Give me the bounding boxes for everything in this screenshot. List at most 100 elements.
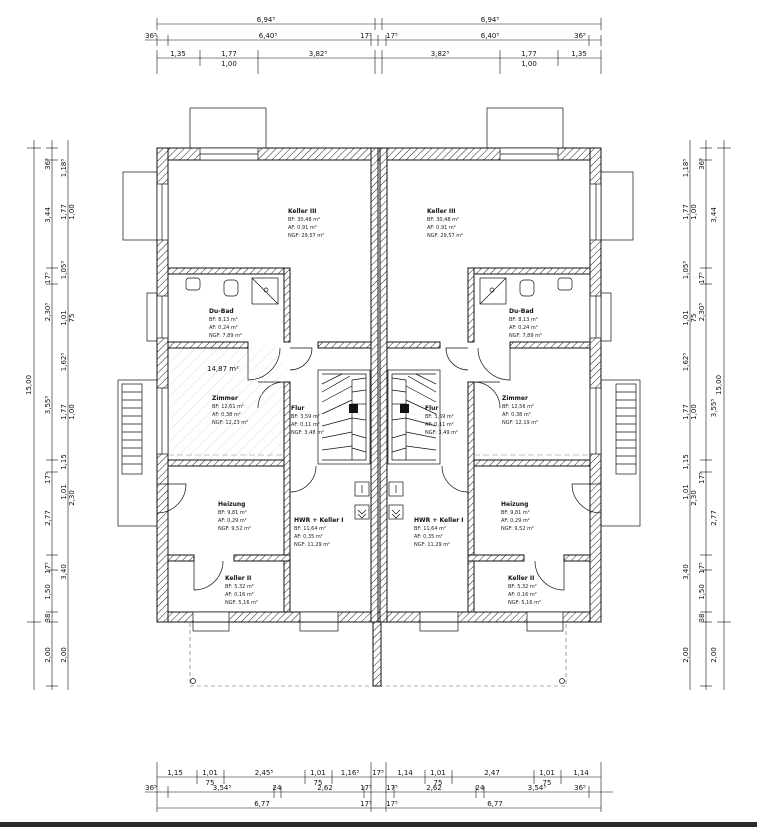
svg-text:Zimmer: Zimmer bbox=[212, 395, 238, 402]
dim-bot-r1-9: 1,01 bbox=[539, 769, 555, 777]
dim-bot-r3-1: 17⁵ bbox=[360, 800, 372, 808]
svg-text:Keller II: Keller II bbox=[225, 575, 251, 582]
dim-right-inner-8: 1,77 bbox=[682, 404, 690, 420]
staircase-left bbox=[317, 369, 371, 465]
dim-left-inner-7: 1,62⁵ bbox=[60, 353, 68, 372]
dim-right-outer-7: 38 bbox=[698, 614, 706, 623]
room-flur-left: Flur BF: 3,59 m² AF: 0,11 m² NGF: 3,48 m… bbox=[291, 405, 324, 436]
svg-text:NGF: 9,52 m²: NGF: 9,52 m² bbox=[218, 526, 251, 532]
svg-text:AF: 0,38 m²: AF: 0,38 m² bbox=[212, 412, 241, 418]
dim-left-inner-0: 1,18⁵ bbox=[60, 159, 68, 178]
dim-right-inner-11: 1,01 bbox=[682, 484, 690, 500]
dim-bot-r2-9: 36⁵ bbox=[574, 784, 586, 792]
dim-left-inner-3: 1,05⁵ bbox=[60, 261, 68, 280]
dim-bot-r1-8: 2,47 bbox=[484, 769, 500, 777]
room-flur-right: Flur BF: 3,59 m² AF: 0,11 m² NGF: 3,49 m… bbox=[425, 405, 458, 436]
dim-bot-r1-7: 1,01 bbox=[430, 769, 446, 777]
svg-text:Heizung: Heizung bbox=[218, 501, 245, 508]
dim-bot-r2-5: 17⁵ bbox=[386, 784, 398, 792]
dim-left-inner-8: 1,77 bbox=[60, 404, 68, 420]
dim-bot-r1-1: 1,01 bbox=[202, 769, 218, 777]
svg-text:NGF: 29,57 m²: NGF: 29,57 m² bbox=[427, 233, 463, 239]
svg-text:Heizung: Heizung bbox=[501, 501, 528, 508]
svg-text:AF: 0,35 m²: AF: 0,35 m² bbox=[414, 534, 443, 540]
dim-top-r3-0: 1,35 bbox=[170, 50, 186, 58]
dim-bot-r1-sub-0: 75 bbox=[206, 779, 215, 787]
svg-text:AF: 0,91 m²: AF: 0,91 m² bbox=[427, 225, 456, 231]
dim-left-total: 15,00 bbox=[25, 375, 33, 395]
svg-text:AF: 0,24 m²: AF: 0,24 m² bbox=[209, 325, 238, 331]
dim-right-outer-top: 36⁵ bbox=[698, 158, 706, 170]
dim-left-outer-3: 17⁵ bbox=[44, 472, 52, 484]
dim-top-r3-4: 1,77 bbox=[521, 50, 537, 58]
dim-right-inner-14: 2,00 bbox=[682, 647, 690, 663]
dim-right-outer-6: 1,50 bbox=[698, 584, 706, 600]
svg-text:AF: 0,29 m²: AF: 0,29 m² bbox=[218, 518, 247, 524]
svg-text:NGF: 5,16 m²: NGF: 5,16 m² bbox=[225, 600, 258, 606]
svg-text:AF: 0,38 m²: AF: 0,38 m² bbox=[502, 412, 531, 418]
dim-top-r3-1: 1,77 bbox=[221, 50, 237, 58]
dim-top-r2-1: 6,40⁵ bbox=[259, 32, 278, 40]
left-dimensions: 15,00 36⁵ 3,44 17⁵ 3,55⁵ 17⁵ 2,77 17⁵ 1,… bbox=[25, 140, 76, 690]
dim-bot-r2-3: 2,62 bbox=[317, 784, 333, 792]
svg-text:BF: 9,81 m²: BF: 9,81 m² bbox=[218, 510, 247, 516]
dim-right-outer-8: 2,00 bbox=[710, 647, 718, 663]
dim-right-outer-4: 2,77 bbox=[710, 510, 718, 526]
dim-left-outer-top: 36⁵ bbox=[44, 158, 52, 170]
svg-text:NGF: 11,29 m²: NGF: 11,29 m² bbox=[294, 542, 330, 548]
svg-text:BF: 3,59 m²: BF: 3,59 m² bbox=[425, 414, 454, 420]
svg-text:BF: 12,56 m²: BF: 12,56 m² bbox=[502, 404, 534, 410]
exterior-stair-right bbox=[616, 391, 636, 465]
room-dubad-left: Du-Bad BF: 8,13 m² AF: 0,24 m² NGF: 7,89… bbox=[209, 308, 242, 339]
dim-left-outer-8: 2,00 bbox=[44, 647, 52, 663]
room-keller3-right: Keller III BF: 30,48 m² AF: 0,91 m² NGF:… bbox=[427, 208, 463, 239]
dim-right-outer-2: 3,55⁵ bbox=[710, 399, 718, 418]
room-zimmer-right: Zimmer BF: 12,56 m² AF: 0,38 m² NGF: 12,… bbox=[502, 395, 538, 426]
svg-text:AF: 0,24 m²: AF: 0,24 m² bbox=[509, 325, 538, 331]
svg-text:AF: 0,11 m²: AF: 0,11 m² bbox=[425, 422, 454, 428]
dim-bot-r1-sub-1: 75 bbox=[314, 779, 323, 787]
svg-text:AF: 0,35 m²: AF: 0,35 m² bbox=[294, 534, 323, 540]
bathroom-fixtures-left bbox=[185, 277, 279, 305]
svg-text:BF: 3,59 m²: BF: 3,59 m² bbox=[291, 414, 320, 420]
bottom-scroll-bar bbox=[0, 822, 757, 827]
svg-text:AF: 0,16 m²: AF: 0,16 m² bbox=[225, 592, 254, 598]
dim-right-inner-9: 1,00 bbox=[690, 404, 698, 420]
svg-text:BF: 12,61 m²: BF: 12,61 m² bbox=[212, 404, 244, 410]
svg-text:BF: 9,81 m²: BF: 9,81 m² bbox=[501, 510, 530, 516]
zimmer-hatch-area bbox=[170, 348, 282, 458]
dim-top-r3-sub-0: 1,00 bbox=[221, 60, 237, 68]
dim-left-inner-13: 3,40 bbox=[60, 564, 68, 580]
room-heizung-left: Heizung BF: 9,81 m² AF: 0,29 m² NGF: 9,5… bbox=[218, 501, 251, 532]
dim-left-inner-9: 1,00 bbox=[68, 404, 76, 420]
svg-text:BF: 30,48 m²: BF: 30,48 m² bbox=[427, 217, 459, 223]
extra-area-label: 14,87 m² bbox=[207, 365, 239, 373]
dim-right-outer-0: 3,44 bbox=[710, 207, 718, 223]
dim-bot-r1-6: 1,14 bbox=[397, 769, 413, 777]
svg-text:NGF: 9,52 m²: NGF: 9,52 m² bbox=[501, 526, 534, 532]
svg-text:BF: 5,32 m²: BF: 5,32 m² bbox=[225, 584, 254, 590]
svg-text:AF: 0,91 m²: AF: 0,91 m² bbox=[288, 225, 317, 231]
dim-bot-r1-0: 1,15 bbox=[167, 769, 183, 777]
dim-left-outer-6: 1,50 bbox=[44, 584, 52, 600]
dim-right-inner-1: 1,77 bbox=[682, 204, 690, 220]
room-dubad-right: Du-Bad BF: 8,13 m² AF: 0,24 m² NGF: 7,89… bbox=[509, 308, 542, 339]
dim-right-inner-0: 1,18⁵ bbox=[682, 159, 690, 178]
dim-right-inner-3: 1,05⁵ bbox=[682, 261, 690, 280]
dim-top-r2-3: 17⁵ bbox=[386, 32, 398, 40]
svg-text:BF: 8,13 m²: BF: 8,13 m² bbox=[209, 317, 238, 323]
dim-left-inner-10: 1,15 bbox=[60, 454, 68, 470]
dim-top-r2-4: 6,40⁵ bbox=[481, 32, 500, 40]
dim-right-inner-2: 1,00 bbox=[690, 204, 698, 220]
dim-left-inner-14: 2,00 bbox=[60, 647, 68, 663]
dim-top-r2-2: 17⁵ bbox=[360, 32, 372, 40]
dim-left-inner-11: 1,01 bbox=[60, 484, 68, 500]
dim-bot-r2-4: 17⁵ bbox=[360, 784, 372, 792]
walls bbox=[156, 147, 602, 623]
dim-bot-r3-3: 6,77 bbox=[487, 800, 503, 808]
svg-text:Zimmer: Zimmer bbox=[502, 395, 528, 402]
svg-text:Du-Bad: Du-Bad bbox=[209, 308, 234, 315]
dim-bot-r2-0: 36⁵ bbox=[145, 784, 157, 792]
svg-text:NGF: 11,29 m²: NGF: 11,29 m² bbox=[414, 542, 450, 548]
